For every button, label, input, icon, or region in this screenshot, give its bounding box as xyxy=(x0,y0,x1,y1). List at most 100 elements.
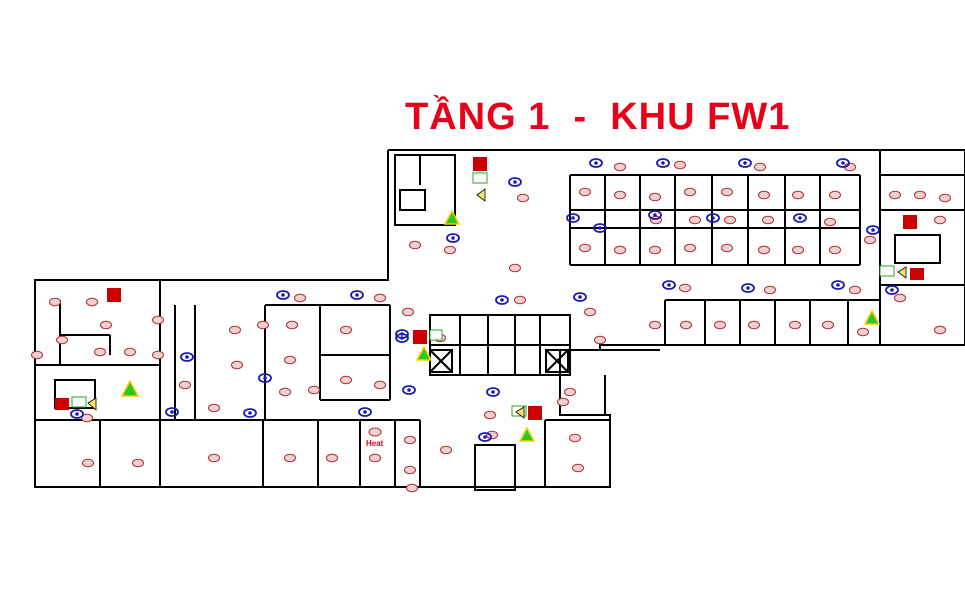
smoke-detector-icon xyxy=(514,295,526,305)
smoke-detector-icon xyxy=(680,320,692,330)
smoke-detector-icon xyxy=(132,458,144,468)
smoke-detector-icon xyxy=(404,465,416,475)
smoke-detector-icon xyxy=(326,453,338,463)
smoke-detector-icon xyxy=(569,433,581,443)
sprinkler-nozzle-icon xyxy=(566,213,580,223)
smoke-detector-icon xyxy=(824,217,836,227)
smoke-detector-icon xyxy=(369,453,381,463)
smoke-detector-icon xyxy=(284,453,296,463)
smoke-detector-icon xyxy=(286,320,298,330)
smoke-detector-icon xyxy=(594,335,606,345)
smoke-detector-icon xyxy=(340,375,352,385)
smoke-detector-icon xyxy=(679,283,691,293)
sprinkler-nozzle-icon xyxy=(70,409,84,419)
smoke-detector-icon xyxy=(486,430,498,440)
smoke-detector-icon xyxy=(584,307,596,317)
sprinkler-nozzle-icon xyxy=(350,290,364,300)
smoke-detector-icon xyxy=(721,243,733,253)
smoke-detector-icon xyxy=(409,240,421,250)
sprinkler-nozzle-icon xyxy=(831,280,845,290)
sprinkler-nozzle-icon xyxy=(165,407,179,417)
smoke-detector-icon xyxy=(849,285,861,295)
smoke-detector-icon xyxy=(406,483,418,493)
page-title: TẦNG 1 - KHU FW1 xyxy=(405,96,791,138)
smoke-detector-icon xyxy=(894,293,906,303)
smoke-detector-icon xyxy=(889,190,901,200)
smoke-detector-icon xyxy=(579,243,591,253)
smoke-detector-icon xyxy=(279,387,291,397)
smoke-detector-icon xyxy=(257,320,269,330)
smoke-detector-icon xyxy=(81,413,93,423)
sprinkler-nozzle-icon xyxy=(276,290,290,300)
smoke-detector-icon xyxy=(934,215,946,225)
sprinkler-nozzle-icon xyxy=(738,158,752,168)
smoke-detector-icon xyxy=(674,160,686,170)
smoke-detector-icon xyxy=(721,187,733,197)
smoke-detector-icon xyxy=(792,245,804,255)
smoke-detector-icon xyxy=(557,397,569,407)
smoke-detector-icon xyxy=(94,347,106,357)
smoke-detector-icon xyxy=(374,293,386,303)
sprinkler-nozzle-icon xyxy=(478,432,492,442)
sprinkler-nozzle-icon xyxy=(741,283,755,293)
smoke-detector-icon xyxy=(684,243,696,253)
sprinkler-nozzle-icon xyxy=(495,295,509,305)
smoke-detector-icon xyxy=(340,325,352,335)
smoke-detector-icon xyxy=(31,350,43,360)
smoke-detector-icon xyxy=(440,445,452,455)
smoke-detector-icon xyxy=(748,320,760,330)
sprinkler-nozzle-icon xyxy=(243,408,257,418)
sprinkler-nozzle-icon xyxy=(508,177,522,187)
sprinkler-nozzle-icon xyxy=(395,333,409,343)
sprinkler-nozzle-icon xyxy=(648,210,662,220)
sprinkler-nozzle-icon xyxy=(589,158,603,168)
smoke-detector-icon xyxy=(758,245,770,255)
sprinkler-nozzle-icon xyxy=(793,213,807,223)
smoke-detector-icon xyxy=(614,245,626,255)
smoke-detector-icon xyxy=(86,297,98,307)
heat-detector-label: Heat xyxy=(366,439,384,448)
smoke-detector-icon xyxy=(689,215,701,225)
warning-triangle-icon xyxy=(120,209,881,442)
smoke-detector-icon xyxy=(517,193,529,203)
smoke-detector-icon xyxy=(939,193,951,203)
smoke-detector-icon xyxy=(579,187,591,197)
smoke-detector-icon xyxy=(444,245,456,255)
smoke-detector-icon xyxy=(762,215,774,225)
smoke-detector-icon xyxy=(294,293,306,303)
smoke-detector-icon xyxy=(649,245,661,255)
sprinkler-nozzle-icon xyxy=(573,292,587,302)
smoke-detector-icon xyxy=(864,235,876,245)
smoke-detector-icon xyxy=(564,387,576,397)
smoke-detector-icon xyxy=(914,190,926,200)
smoke-detector-icon xyxy=(179,380,191,390)
speaker-icon xyxy=(87,188,907,419)
smoke-detector-icon xyxy=(509,263,521,273)
smoke-detector-icon xyxy=(308,385,320,395)
smoke-detector-icon xyxy=(684,187,696,197)
smoke-detector-icon xyxy=(100,320,112,330)
smoke-detector-icon xyxy=(374,380,386,390)
smoke-detector-icon xyxy=(152,350,164,360)
sprinkler-nozzle-icon xyxy=(180,352,194,362)
smoke-detector-icon xyxy=(572,463,584,473)
smoke-detector-icon xyxy=(857,327,869,337)
sprinkler-nozzle-icon xyxy=(662,280,676,290)
smoke-detector-icon xyxy=(208,453,220,463)
smoke-detector-icon xyxy=(614,190,626,200)
smoke-detector-icon xyxy=(822,320,834,330)
smoke-detector-icon xyxy=(934,325,946,335)
floor-plan-walls xyxy=(34,149,965,491)
sprinkler-nozzle-icon xyxy=(836,158,850,168)
smoke-detector-icon xyxy=(152,315,164,325)
sprinkler-nozzle-icon xyxy=(866,225,880,235)
sprinkler-nozzle-icon xyxy=(486,387,500,397)
sprinkler-nozzle-icon xyxy=(402,385,416,395)
smoke-detector-icon xyxy=(284,355,296,365)
sprinkler-nozzle-icon xyxy=(656,158,670,168)
smoke-detector-icon xyxy=(724,215,736,225)
smoke-detector-icon xyxy=(49,297,61,307)
smoke-detector-icon xyxy=(758,190,770,200)
smoke-detector-icon xyxy=(614,162,626,172)
